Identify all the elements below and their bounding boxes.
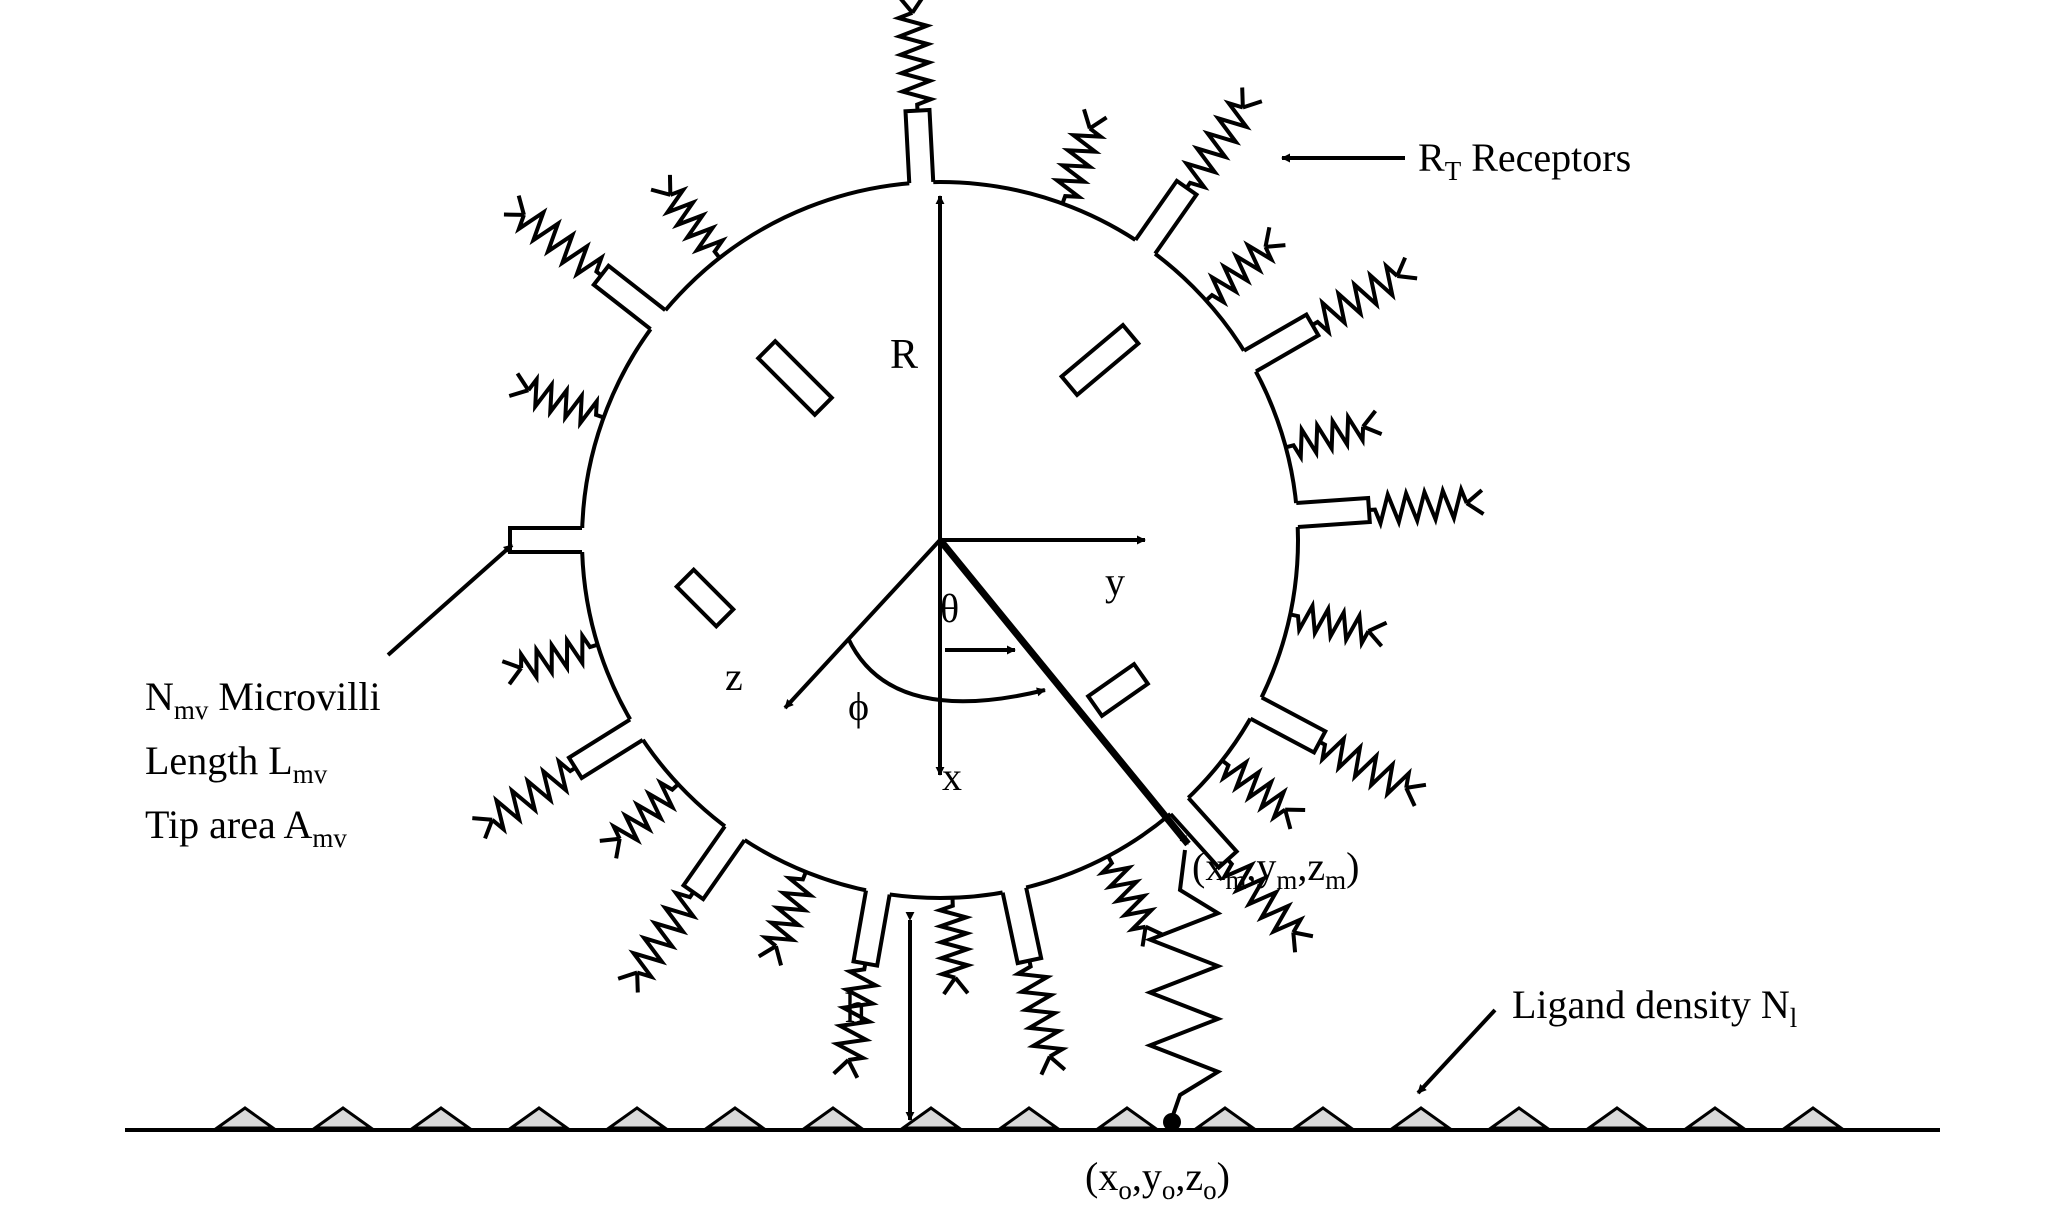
bond-spring: [1144, 849, 1224, 1119]
receptor-spring: [1318, 733, 1427, 807]
ligand-bump: [702, 1106, 768, 1130]
receptor-spring: [1285, 409, 1383, 464]
ligand-bump: [800, 1106, 866, 1130]
phi-arc: [846, 637, 1046, 704]
ligand-bump: [506, 1106, 572, 1130]
ligand-bump: [310, 1106, 376, 1130]
ligand-bump: [1290, 1106, 1356, 1130]
microvillus: [1000, 883, 1044, 966]
microvillus: [1240, 311, 1322, 374]
ligand-bump: [996, 1106, 1062, 1130]
receptor-spring: [1050, 108, 1108, 205]
microvillus: [1292, 495, 1372, 529]
ligand-bump: [1094, 1106, 1160, 1130]
receptor-spring: [650, 174, 728, 260]
radius-label: R: [890, 332, 918, 378]
receptor-spring: [933, 897, 975, 996]
ligand-bump: [1682, 1106, 1748, 1130]
receptor-spring: [1096, 855, 1165, 947]
ligand-bump: [1584, 1106, 1650, 1130]
receptor-spring: [1219, 757, 1306, 830]
microvillus: [903, 107, 936, 188]
microvilli-tip-area-label: Tip area Amv: [145, 802, 347, 853]
y-axis-label: y: [1105, 559, 1125, 604]
receptor-spring: [892, 0, 938, 111]
receptor-spring: [472, 756, 577, 840]
phi-label: ϕ: [848, 684, 869, 729]
microvilli-pointer: [386, 543, 514, 657]
receptor-springs-group: [472, 0, 1485, 1079]
inner-microvillus: [755, 338, 835, 418]
receptor-spring: [1011, 960, 1069, 1076]
microvillus: [590, 263, 669, 332]
inner-microvillus: [1085, 661, 1151, 719]
inner-microvillus: [673, 566, 737, 630]
receptor-spring: [1289, 599, 1388, 650]
receptor-spring: [830, 963, 882, 1079]
receptor-spring: [757, 871, 817, 966]
inner-microvillus: [1058, 322, 1142, 398]
ligand-bump: [408, 1106, 474, 1130]
receptor-spring: [503, 195, 606, 280]
microvillus: [680, 823, 747, 902]
z-axis-label: z: [725, 654, 743, 699]
x-axis-label: x: [942, 754, 962, 799]
bond-anchor-point: [1163, 1113, 1181, 1131]
receptor-spring: [1204, 226, 1286, 308]
receptor-spring: [1368, 483, 1485, 530]
receptor-spring: [1219, 858, 1314, 953]
microvillus: [508, 526, 586, 554]
ligand-bump: [1388, 1106, 1454, 1130]
coordinate-axes: [386, 153, 1497, 1121]
microvilli-count-label: Nmv Microvilli: [145, 674, 381, 725]
receptor-spring: [501, 629, 599, 686]
microvillus: [1246, 695, 1329, 756]
receptor-spring: [508, 372, 605, 430]
ligand-bump: [1192, 1106, 1258, 1130]
z-axis-arrow: [783, 538, 942, 710]
ligand-pointer: [1416, 1008, 1497, 1095]
receptor-spring: [1181, 87, 1263, 191]
ligand-group: [212, 1106, 1846, 1130]
theta-label: θ: [940, 586, 959, 631]
receptor-spring: [1311, 256, 1418, 338]
bond-vector: [937, 537, 1191, 847]
height-label: h: [845, 986, 866, 1032]
microvillus: [1133, 178, 1200, 257]
surface-point-label: (xo,yo,zo): [1085, 1154, 1230, 1205]
microvilli-group: [508, 107, 1372, 968]
ligand-bump: [1486, 1106, 1552, 1130]
microvillus: [566, 717, 647, 781]
ligand-bump: [604, 1106, 670, 1130]
contact-point-label: (xm,ym,zm): [1192, 844, 1359, 895]
ligand-bump: [212, 1106, 278, 1130]
receptor-spring: [599, 777, 680, 859]
microvillus: [851, 886, 892, 968]
ligand-density-label: Ligand density Nl: [1512, 982, 1797, 1033]
ligand-bump: [898, 1106, 964, 1130]
microvilli-length-label: Length Lmv: [145, 738, 328, 789]
microvillus: [1167, 795, 1240, 871]
inner-microvilli-group: [673, 322, 1151, 719]
ligand-bump: [1780, 1106, 1846, 1130]
receptor-spring: [617, 889, 699, 993]
receptors-label: RT Receptors: [1418, 135, 1631, 186]
